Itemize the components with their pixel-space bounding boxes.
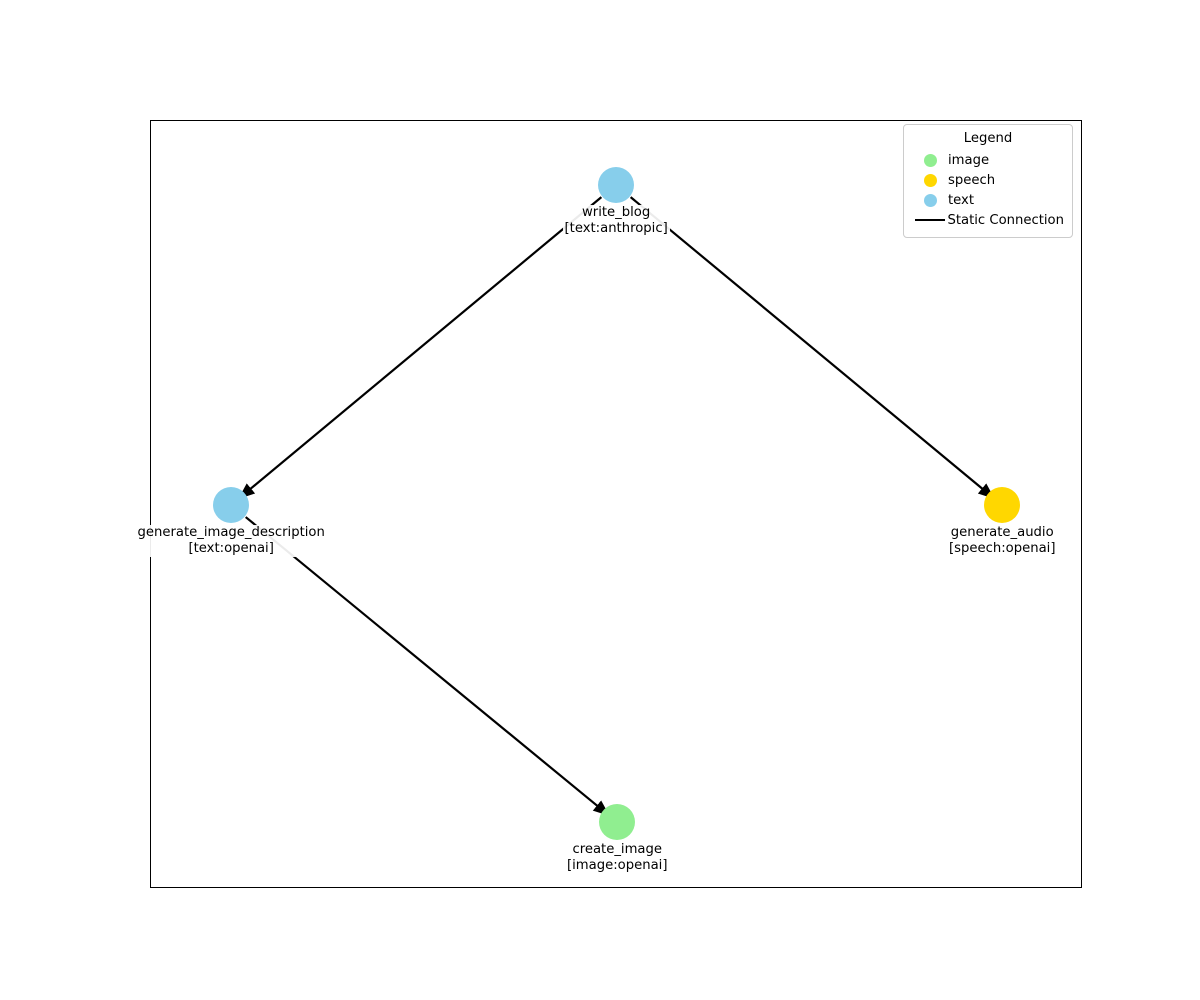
plot-frame <box>150 120 1082 888</box>
graph-node-write_blog[interactable] <box>598 167 634 203</box>
node-modality-tag: [image:openai] <box>567 858 668 874</box>
graph-node-generate_image_description[interactable] <box>213 487 249 523</box>
graph-node-create_image[interactable] <box>599 804 635 840</box>
node-name: create_image <box>572 842 662 857</box>
legend-title: Legend <box>963 131 1013 146</box>
node-modality-tag: [text:openai] <box>188 541 274 557</box>
graph-node-label-write_blog: write_blog[text:anthropic] <box>562 205 670 238</box>
graph-node-generate_audio[interactable] <box>984 487 1020 523</box>
static-connection-icon <box>914 219 945 221</box>
node-name: generate_image_description <box>137 525 325 540</box>
graph-node-label-create_image: create_image[image:openai] <box>565 842 670 875</box>
legend-dot-swatch <box>912 173 948 187</box>
legend-item-speech: speech <box>912 170 1064 190</box>
legend-line-swatch <box>912 219 947 221</box>
circle-marker-icon <box>923 193 937 207</box>
legend-item-label: text <box>948 192 975 208</box>
node-name: generate_audio <box>950 525 1054 540</box>
node-modality-tag: [speech:openai] <box>949 541 1056 557</box>
node-modality-tag: [text:anthropic] <box>564 221 668 237</box>
legend-item-label: Static Connection <box>947 212 1064 228</box>
legend-item-text: text <box>912 190 1064 210</box>
legend-item-image: image <box>912 150 1064 170</box>
graph-node-label-generate_audio: generate_audio[speech:openai] <box>947 525 1058 558</box>
node-name: write_blog <box>581 205 651 220</box>
graph-node-label-generate_image_description: generate_image_description[text:openai] <box>135 525 327 558</box>
legend-item-label: image <box>948 152 990 168</box>
legend-dot-swatch <box>912 153 948 167</box>
circle-marker-icon <box>923 173 937 187</box>
legend-item-static-connection: Static Connection <box>912 210 1064 230</box>
circle-marker-icon <box>923 153 937 167</box>
legend-dot-swatch <box>912 193 948 207</box>
legend-item-label: speech <box>948 172 996 188</box>
